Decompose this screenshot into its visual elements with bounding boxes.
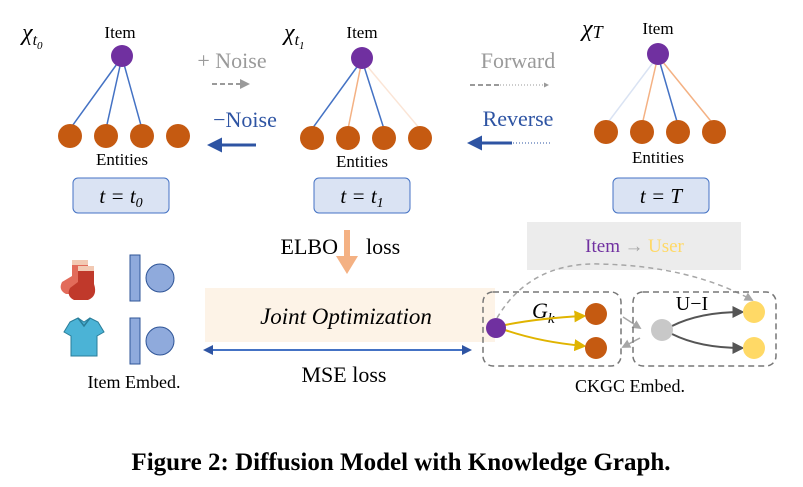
embedding-circle (145, 326, 175, 356)
state-T-entities-label: Entities (632, 148, 684, 167)
embedding-bar (129, 317, 141, 365)
time-box-t0 (72, 177, 170, 214)
gk-subgraph-box (482, 291, 622, 367)
time-box-t1 (313, 177, 411, 214)
forward-label: Forward (481, 48, 556, 73)
shirt-icon (63, 317, 105, 357)
item-node (111, 45, 133, 67)
embedding-circle (145, 263, 175, 293)
reverse-label: Reverse (483, 106, 554, 131)
ui-subgraph-box (632, 291, 777, 367)
mse-loss-label: MSE loss (302, 362, 387, 387)
noise-arrows: + Noise −Noise (197, 48, 277, 153)
item-to-user-user: User (648, 236, 685, 257)
gk-label: Gk (532, 298, 555, 327)
item-to-user-item: Item (585, 236, 620, 257)
entity-node (58, 124, 82, 148)
user-node (743, 301, 765, 323)
item-node (351, 47, 373, 69)
state-T: χT Item Entities t = T (580, 16, 726, 214)
state-T-item-label: Item (642, 19, 673, 38)
user-node (743, 337, 765, 359)
entity-node (594, 120, 618, 144)
ui-label: U−I (676, 293, 708, 315)
elbo-label: ELBO (281, 234, 338, 259)
entity-node (666, 120, 690, 144)
entity-node (702, 120, 726, 144)
item-embed-block: Item Embed. (60, 254, 181, 392)
entity-node (408, 126, 432, 150)
forward-reverse-arrows: Forward Reverse (467, 48, 556, 151)
embedding-bar (129, 254, 141, 302)
entity-node (336, 126, 360, 150)
entity-node (585, 303, 607, 325)
sock-icon (60, 260, 96, 300)
entity-node (300, 126, 324, 150)
state-t0-item-label: Item (104, 23, 135, 42)
item-node (486, 318, 506, 338)
entity-node (94, 124, 118, 148)
state-t0-symbol: χt0 (20, 20, 43, 52)
state-t1-symbol: χt1 (282, 20, 305, 52)
time-box-T (612, 177, 710, 214)
figure-caption: Figure 2: Diffusion Model with Knowledge… (131, 449, 670, 476)
state-T-symbol: χT (580, 16, 605, 42)
entity-node (630, 120, 654, 144)
entity-node (166, 124, 190, 148)
state-t1: χt1 Item Entities t = t1 (282, 20, 432, 214)
state-t1-entities-label: Entities (336, 152, 388, 171)
joint-optimization-band (205, 288, 495, 342)
state-t0: χt0 Item Entities t = t0 (20, 20, 190, 214)
time-box-T-label: t = T (640, 184, 684, 208)
time-box-t0-label: t = t0 (99, 184, 142, 211)
state-t0-entities-label: Entities (96, 150, 148, 169)
down-arrow-icon (336, 256, 358, 274)
joint-optimization-label: Joint Optimization (260, 304, 432, 329)
plus-noise-label: + Noise (197, 48, 266, 73)
item-embed-label: Item Embed. (88, 372, 181, 392)
item-user-band (527, 222, 741, 270)
state-t1-item-label: Item (346, 23, 377, 42)
item-node (647, 43, 669, 65)
entity-node (585, 337, 607, 359)
entity-node (372, 126, 396, 150)
time-box-t1-label: t = t1 (340, 184, 383, 211)
item-to-user-arrow: → (625, 236, 644, 257)
elbo-loss: ELBO loss (281, 230, 400, 274)
loss-label: loss (366, 234, 400, 259)
item-user-curve (496, 263, 754, 319)
entity-node (130, 124, 154, 148)
minus-noise-label: −Noise (213, 107, 277, 132)
ckgc-embed-label: CKGC Embed. (575, 376, 685, 396)
neutral-node (651, 319, 673, 341)
